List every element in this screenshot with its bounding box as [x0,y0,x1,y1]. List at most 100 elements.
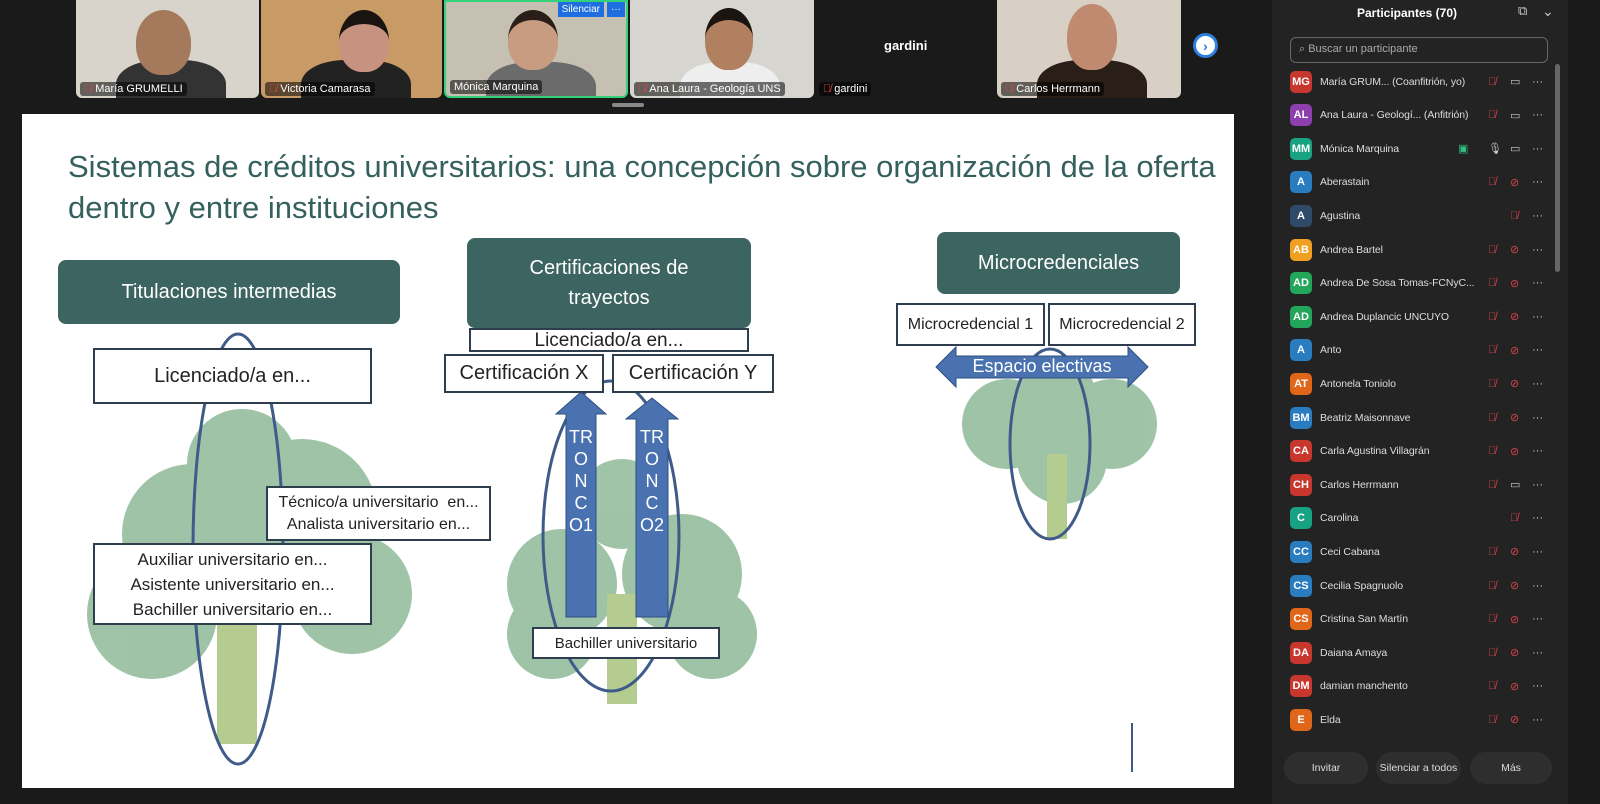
more-options-icon[interactable]: ··· [1532,680,1543,693]
more-options-icon[interactable]: ··· [1532,209,1543,222]
participant-row[interactable]: CH Carlos Herrmann🎙̸▭··· [1272,468,1556,501]
participant-row[interactable]: CC Ceci Cabana🎙̸⊘··· [1272,535,1556,568]
video-tile-no-video[interactable]: 🎙̸gardini [815,0,995,98]
participant-row[interactable]: A Anto🎙̸⊘··· [1272,334,1556,367]
video-off-icon[interactable]: ⊘ [1510,311,1520,324]
avatar: AL [1290,104,1312,127]
video-off-icon[interactable]: ⊘ [1510,412,1520,424]
more-options-icon[interactable]: ··· [1532,75,1543,88]
more-options-icon[interactable]: ··· [1532,176,1543,189]
participant-row[interactable]: AD Andrea Duplancic UNCUYO🎙̸⊘··· [1272,300,1556,333]
video-tile[interactable]: 🎙̸Victoria Camarasa [261,0,442,98]
more-options-icon[interactable]: ··· [1532,310,1543,323]
video-tile[interactable]: 🎙̸Ana Laura - Geología UNS [630,0,814,98]
mic-off-icon[interactable]: 🎙̸ [1510,512,1519,525]
mic-off-icon[interactable]: 🎙̸ [1488,75,1497,88]
mic-off-icon[interactable]: 🎙̸ [1488,310,1497,323]
mic-off-icon[interactable]: 🎙̸ [1510,209,1519,222]
video-off-icon[interactable]: ⊘ [1510,378,1520,391]
video-off-icon[interactable]: ⊘ [1510,647,1520,660]
mic-off-icon[interactable]: 🎙̸ [1488,344,1497,357]
more-options-icon[interactable]: ··· [1532,411,1543,424]
participant-row[interactable]: A Agustina🎙̸··· [1272,199,1556,232]
video-off-icon[interactable]: ⊘ [1510,277,1520,290]
participant-row[interactable]: DA Daiana Amaya🎙̸⊘··· [1272,636,1556,669]
participant-row[interactable]: A Aberastain🎙̸⊘··· [1272,166,1556,199]
participant-row[interactable]: AL Ana Laura - Geologí... (Anfitrión)🎙̸▭… [1272,99,1556,132]
mic-off-icon[interactable]: 🎙̸ [1488,377,1497,390]
mic-off-icon[interactable]: 🎙̸ [1488,176,1497,189]
more-options-icon[interactable]: ··· [1532,377,1543,390]
video-off-icon[interactable]: ⊘ [1510,613,1520,626]
more-options-icon[interactable]: ··· [1532,277,1543,290]
participant-row[interactable]: MG María GRUM... (Coanfitrión, yo)🎙̸▭··· [1272,65,1556,98]
participant-list-scrollbar[interactable] [1555,64,1560,272]
mic-off-icon[interactable]: 🎙̸ [1488,109,1497,122]
mic-off-icon[interactable]: 🎙̸ [1488,680,1497,693]
more-options-icon[interactable]: ··· [1532,613,1543,626]
mic-off-icon[interactable]: 🎙̸ [1488,243,1497,256]
participant-row[interactable]: C Carolina🎙̸··· [1272,502,1556,535]
more-options-icon[interactable]: ··· [1532,243,1543,256]
participant-row[interactable]: MM Mónica Marquina▣🎙▭··· [1272,132,1556,165]
participant-row[interactable]: CA Carla Agustina Villagrán🎙̸⊘··· [1272,435,1556,468]
video-off-icon[interactable]: ⊘ [1510,714,1520,727]
participant-row[interactable]: CS Cecilia Spagnuolo🎙̸⊘··· [1272,569,1556,602]
mic-off-icon[interactable]: 🎙̸ [1488,579,1497,592]
video-on-icon[interactable]: ▭ [1510,143,1521,156]
video-off-icon[interactable]: ⊘ [1510,244,1520,256]
mic-off-icon[interactable]: 🎙̸ [1488,478,1497,491]
invite-button[interactable]: Invitar [1284,752,1368,784]
participant-row[interactable]: DM damian manchento🎙̸⊘··· [1272,670,1556,703]
more-options-icon[interactable]: ··· [1532,512,1543,525]
participant-row[interactable]: AT Antonela Toniolo🎙̸⊘··· [1272,367,1556,400]
mic-off-icon[interactable]: 🎙̸ [1488,545,1497,558]
video-tile-active-speaker[interactable]: Silenciar ··· Mónica Marquina [444,0,628,98]
popout-icon[interactable]: ⧉ [1518,3,1528,18]
avatar: CH [1290,473,1312,496]
video-off-icon[interactable]: ⊘ [1510,680,1520,693]
more-options-icon[interactable]: ··· [1532,142,1543,155]
more-options-icon[interactable]: ··· [1532,109,1543,122]
mic-off-icon[interactable]: 🎙̸ [1488,445,1497,458]
mic-off-icon[interactable]: 🎙̸ [1488,646,1497,659]
participant-row[interactable]: AB Andrea Bartel🎙̸⊘··· [1272,233,1556,266]
video-tile[interactable]: 🎙̸María GRUMELLI [76,0,259,98]
resize-handle[interactable] [612,103,644,107]
participant-row[interactable]: CS Cristina San Martín🎙̸⊘··· [1272,603,1556,636]
mute-all-button[interactable]: Silenciar a todos [1376,752,1461,784]
search-participant-input[interactable]: ⌕ Buscar un participante [1290,37,1548,63]
participant-row[interactable]: AD Andrea De Sosa Tomas-FCNyC...🎙̸⊘··· [1272,267,1556,300]
more-options-icon[interactable]: ··· [1532,344,1543,357]
tile-name-label: 🎙̸Carlos Herrmann [1001,82,1104,96]
more-options-button[interactable]: ··· [607,2,625,17]
participant-row[interactable]: E Elda🎙̸⊘··· [1272,703,1556,736]
next-page-chevron-icon[interactable]: › [1193,33,1218,58]
video-off-icon[interactable]: ⊘ [1510,580,1520,592]
video-off-icon[interactable]: ⊘ [1510,344,1520,357]
participant-name: Agustina [1320,209,1361,222]
close-icon[interactable]: ⌄ [1542,3,1554,19]
participant-name: Ceci Cabana [1320,545,1380,558]
video-on-icon[interactable]: ▭ [1510,479,1521,492]
video-off-icon[interactable]: ⊘ [1510,445,1520,458]
more-options-icon[interactable]: ··· [1532,579,1543,592]
mic-on-icon[interactable]: 🎙 [1488,143,1502,156]
video-on-icon[interactable]: ▭ [1510,76,1521,88]
participant-row[interactable]: BM Beatriz Maisonnave🎙̸⊘··· [1272,401,1556,434]
mute-participant-button[interactable]: Silenciar [557,2,604,17]
video-on-icon[interactable]: ▭ [1510,109,1521,122]
more-options-icon[interactable]: ··· [1532,713,1543,726]
more-options-icon[interactable]: ··· [1532,478,1543,491]
video-off-icon[interactable]: ⊘ [1510,546,1520,559]
more-button[interactable]: Más [1470,752,1552,784]
more-options-icon[interactable]: ··· [1532,545,1543,558]
video-tile[interactable]: 🎙̸Carlos Herrmann [997,0,1181,98]
mic-off-icon[interactable]: 🎙̸ [1488,411,1497,424]
more-options-icon[interactable]: ··· [1532,646,1543,659]
mic-off-icon[interactable]: 🎙̸ [1488,277,1497,290]
mic-off-icon[interactable]: 🎙̸ [1488,713,1497,726]
more-options-icon[interactable]: ··· [1532,445,1543,458]
mic-off-icon[interactable]: 🎙̸ [1488,613,1497,626]
video-off-icon[interactable]: ⊘ [1510,176,1520,189]
